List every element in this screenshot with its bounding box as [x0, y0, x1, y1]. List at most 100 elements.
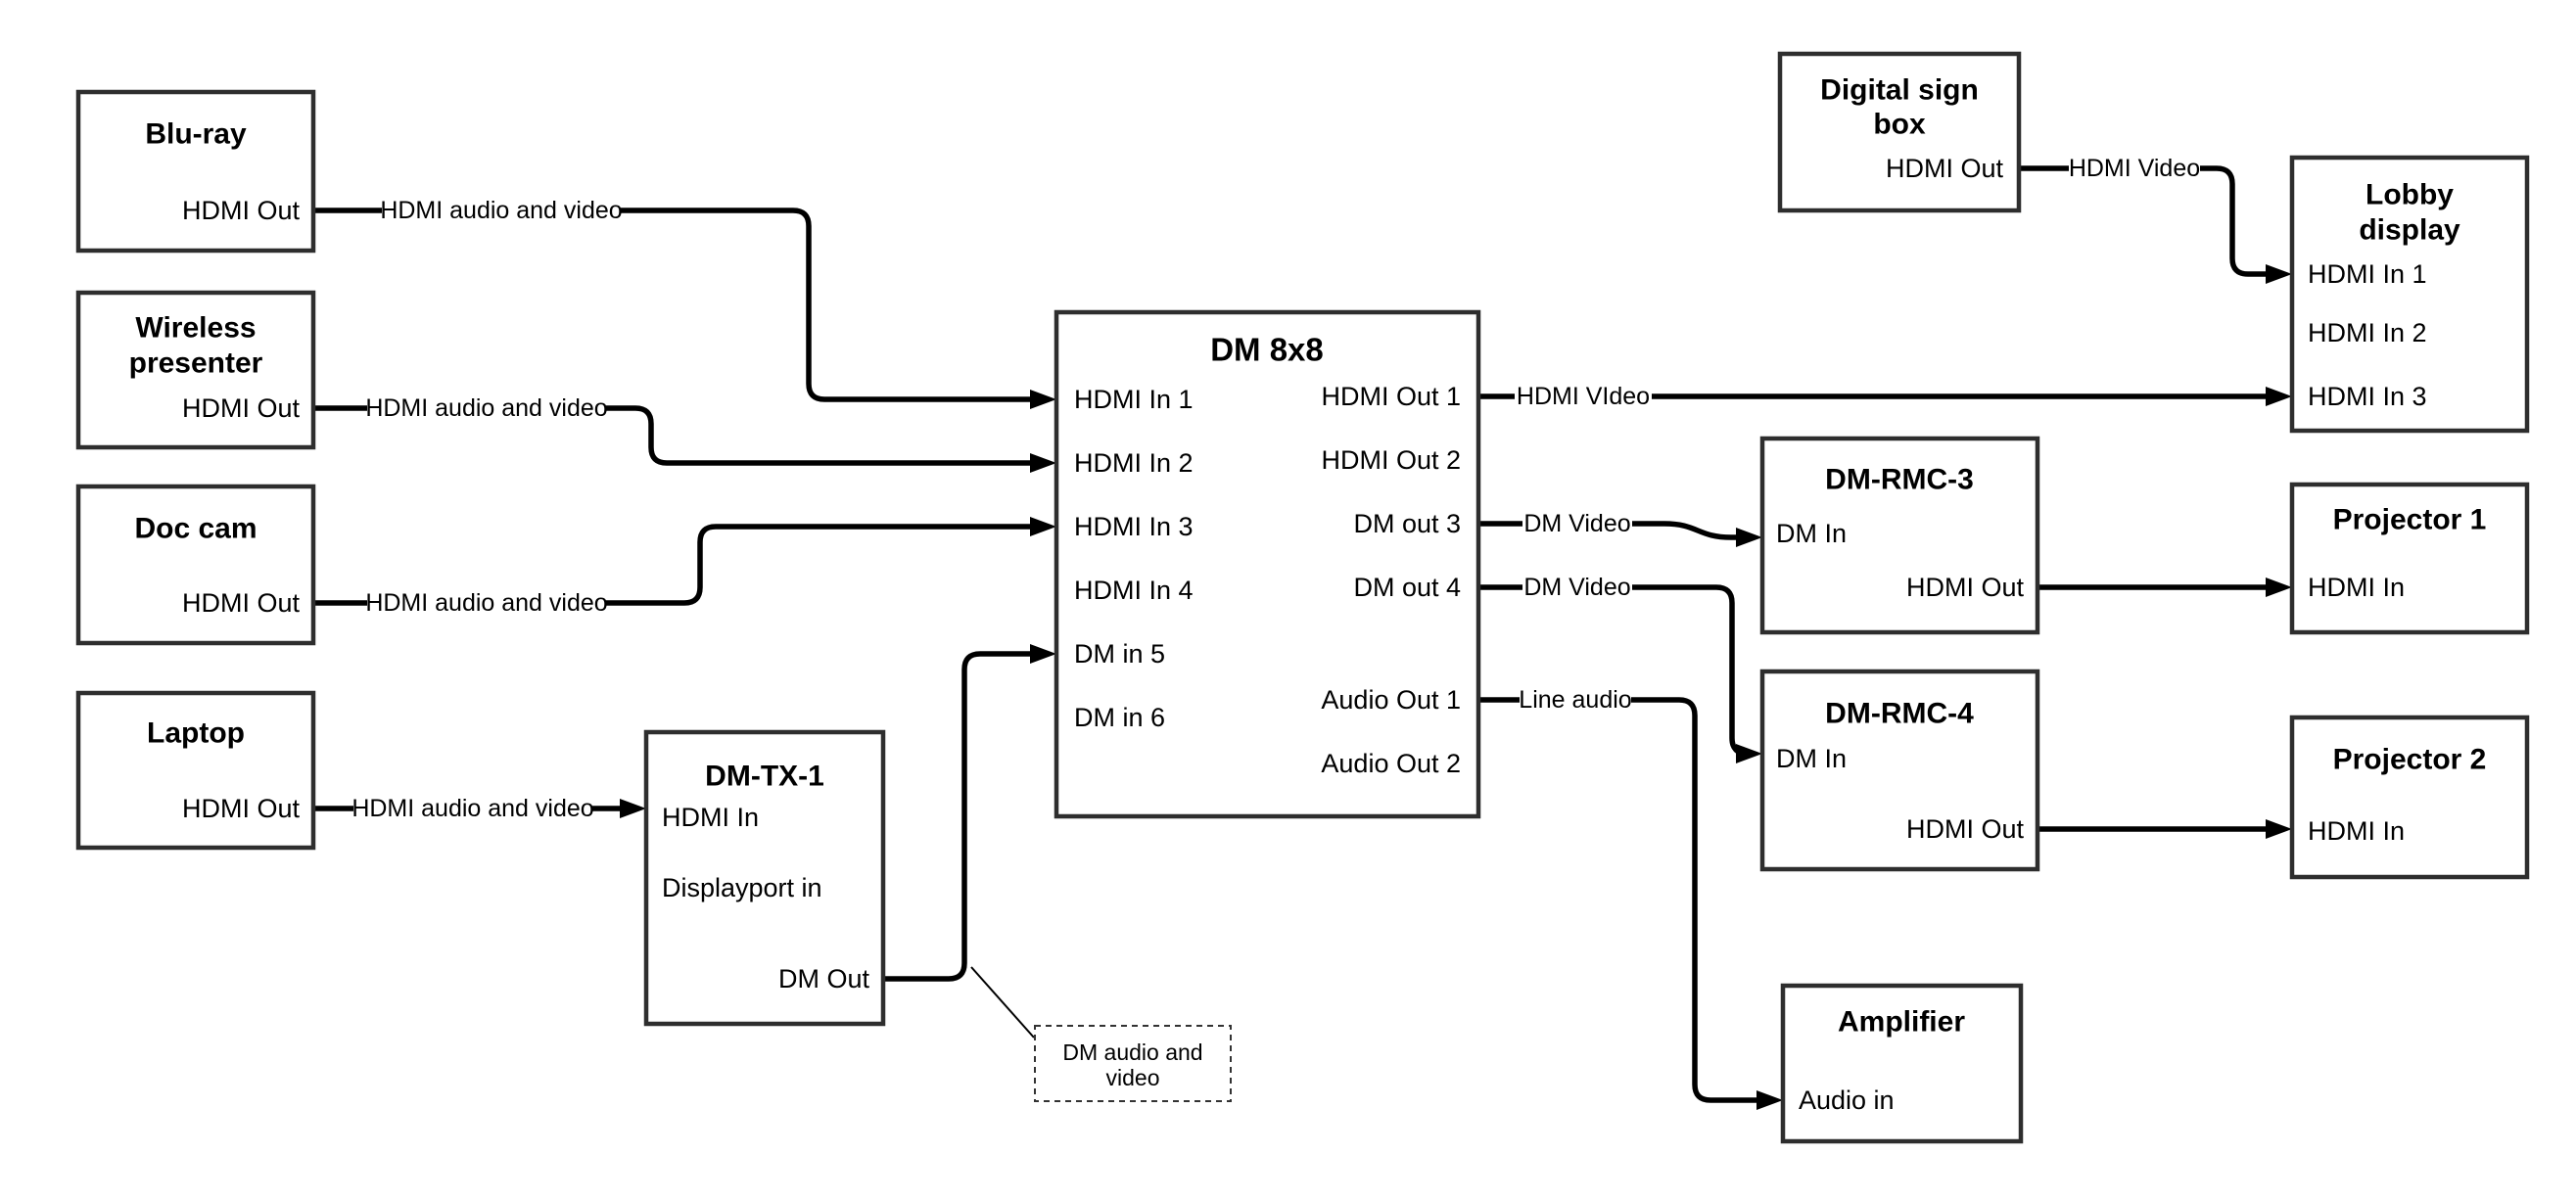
node-title: DM-TX-1: [705, 761, 824, 793]
wire-wireless-to-dm8x8-in2: [313, 405, 1056, 473]
node-dm-tx-1: DM-TX-1 HDMI In Displayport in DM Out: [643, 729, 886, 1027]
wire-rmc4-to-projector2: [2037, 819, 2292, 839]
wire-label-text: DM Video: [1523, 510, 1630, 537]
callout-text-line2: video: [1106, 1065, 1160, 1090]
arrowhead-icon: [1736, 744, 1762, 763]
wire-path: [1478, 584, 1754, 757]
port-dm-out: DM Out: [778, 964, 870, 993]
wire-label-text: HDMI Video: [2069, 155, 2200, 182]
node-box: [2289, 715, 2530, 880]
wire-label-dm-out-3: DM Video: [1522, 508, 1632, 539]
node-title: DM-RMC-4: [1825, 698, 1974, 730]
wire-label-wireless-out: HDMI audio and video: [365, 393, 608, 424]
node-dm-rmc-3: DM-RMC-3 DM In HDMI Out: [1759, 436, 2040, 635]
node-box: [1780, 983, 2024, 1144]
label-background: [1515, 381, 1652, 412]
wire-path: [883, 651, 1048, 982]
node-box: [1759, 436, 2040, 635]
node-wireless-presenter: Wireless presenter HDMI Out: [75, 290, 316, 450]
arrowhead-icon: [2266, 387, 2292, 406]
node-laptop: Laptop HDMI Out: [75, 690, 316, 851]
wire-path: [313, 208, 1048, 402]
arrowhead-icon: [1030, 453, 1056, 473]
node-title-line2: presenter: [129, 347, 263, 380]
wire-label-text: HDMI audio and video: [365, 394, 607, 422]
wire-label-text: HDMI audio and video: [351, 795, 593, 822]
wire-path: [313, 405, 1048, 466]
node-box: [1759, 669, 2040, 872]
node-dm-8x8: DM 8x8 HDMI In 1 HDMI In 2 HDMI In 3 HDM…: [1054, 309, 1481, 819]
node-title: Amplifier: [1838, 1006, 1965, 1039]
node-box: [1054, 309, 1481, 819]
port-hdmi-in-3: HDMI In 3: [1074, 512, 1194, 541]
port-hdmi-out: HDMI Out: [182, 196, 301, 225]
label-background: [353, 793, 592, 824]
port-hdmi-out: HDMI Out: [182, 393, 301, 423]
port-hdmi-in: HDMI In: [662, 803, 759, 832]
node-dm-rmc-4: DM-RMC-4 DM In HDMI Out: [1759, 669, 2040, 872]
wire-dm8x8-out4-to-rmc4: [1478, 584, 1762, 763]
port-dm-in: DM In: [1776, 519, 1847, 548]
arrowhead-icon: [2266, 264, 2292, 284]
node-title: Laptop: [147, 717, 245, 750]
wire-dm8x8-audio1-to-amplifier: [1478, 697, 1783, 1110]
node-box: [2289, 482, 2530, 635]
wire-label-text: DM Video: [1523, 574, 1630, 601]
port-hdmi-in-1: HDMI In 1: [2308, 259, 2427, 289]
port-audio-out-2: Audio Out 2: [1321, 749, 1461, 778]
node-title-line1: Digital sign: [1820, 74, 1979, 107]
wire-doccam-to-dm8x8-in3: [313, 517, 1056, 606]
port-audio-in: Audio in: [1799, 1086, 1895, 1115]
arrowhead-icon: [1756, 1090, 1783, 1110]
label-background: [1522, 572, 1632, 603]
arrowhead-icon: [1030, 644, 1056, 664]
node-title-line1: Wireless: [135, 312, 256, 345]
node-box: [1777, 51, 2022, 213]
wire-label-laptop-out: HDMI audio and video: [351, 793, 594, 824]
node-title-line2: display: [2359, 214, 2460, 247]
port-hdmi-in: HDMI In: [2308, 573, 2405, 602]
wire-path: [1478, 521, 1754, 540]
label-background: [367, 393, 606, 424]
arrowhead-icon: [2266, 577, 2292, 597]
node-title: DM 8x8: [1210, 332, 1324, 368]
port-hdmi-in: HDMI In: [2308, 816, 2405, 846]
callout-text-line1: DM audio and: [1062, 1039, 1202, 1065]
arrowhead-icon: [2266, 819, 2292, 839]
port-hdmi-in-1: HDMI In 1: [1074, 385, 1194, 414]
port-audio-out-1: Audio Out 1: [1321, 685, 1461, 715]
wire-path: [2019, 165, 2283, 277]
node-title-line1: Lobby: [2365, 179, 2454, 211]
arrowhead-icon: [620, 799, 646, 818]
port-hdmi-in-4: HDMI In 4: [1074, 576, 1194, 605]
label-background: [1522, 508, 1632, 539]
port-dm-out-3: DM out 3: [1353, 509, 1461, 538]
wire-label-text: HDMI audio and video: [380, 197, 622, 224]
node-doc-cam: Doc cam HDMI Out: [75, 484, 316, 646]
wire-digitalsign-to-lobby-in1: [2019, 165, 2292, 284]
wire-path: [313, 524, 1048, 606]
port-hdmi-out: HDMI Out: [182, 794, 301, 823]
wire-dm8x8-out3-to-rmc3: [1478, 521, 1762, 547]
node-bluray: Blu-ray HDMI Out: [75, 89, 316, 254]
port-hdmi-out-1: HDMI Out 1: [1321, 382, 1461, 411]
wire-label-text: Line audio: [1519, 686, 1631, 714]
node-title: Doc cam: [134, 513, 257, 545]
wire-bluray-to-dm8x8-in1: [313, 208, 1056, 409]
node-title: Blu-ray: [145, 118, 247, 151]
callout-dm-audio-and-video: DM audio and video: [970, 966, 1232, 1102]
node-box: [75, 290, 316, 450]
port-hdmi-out: HDMI Out: [1906, 573, 2025, 602]
callout-leader-line: [970, 966, 1035, 1039]
wire-path: [1478, 697, 1774, 1103]
arrowhead-icon: [1736, 528, 1762, 547]
port-hdmi-out-2: HDMI Out 2: [1321, 445, 1461, 475]
arrowhead-icon: [1030, 517, 1056, 536]
label-background: [367, 587, 606, 619]
port-hdmi-in-3: HDMI In 3: [2308, 382, 2427, 411]
wire-label-hdmi-out-1: HDMI VIdeo: [1515, 381, 1652, 412]
port-dm-in-5: DM in 5: [1074, 639, 1165, 669]
node-box: [2289, 155, 2530, 434]
node-title: Projector 1: [2333, 504, 2487, 536]
